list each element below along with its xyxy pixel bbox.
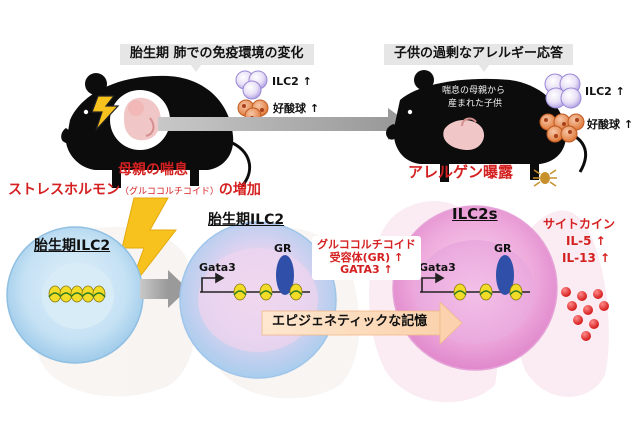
receptor-line1: グルココルチコイド bbox=[317, 238, 416, 251]
nucleosome bbox=[48, 285, 62, 303]
nucleosome-layer bbox=[48, 283, 523, 303]
ilc2-increase-left: ILC2 ↑ bbox=[272, 75, 312, 88]
cell-label-ilc2s: ILC2s bbox=[452, 205, 498, 223]
receptor-line3: GATA3 ↑ bbox=[340, 263, 393, 277]
nucleosome bbox=[92, 285, 106, 303]
receptor-line2: 受容体(GR) ↑ bbox=[329, 250, 404, 264]
gr-label-middle: GR bbox=[274, 242, 292, 255]
child-mouse-icon bbox=[386, 70, 587, 182]
allergen-exposure-label: アレルゲン曝露 bbox=[408, 163, 514, 181]
nucleosome bbox=[70, 285, 84, 303]
child-mouse-label-line1: 喘息の母親から bbox=[442, 86, 506, 96]
small-lightning-icon bbox=[91, 95, 120, 131]
ilc2-cell-icons-left bbox=[235, 70, 268, 100]
gata3-label-right: Gata3 bbox=[419, 261, 456, 274]
stress-hormone-label: ストレスホルモン（グルココルチコイド）の増加 bbox=[8, 182, 261, 198]
nucleosome bbox=[509, 283, 523, 301]
gr-label-right: GR bbox=[494, 242, 512, 255]
cell-label-fetal-ilc2-left: 胎生期ILC2 bbox=[34, 238, 111, 254]
cell-ilc2s-right bbox=[392, 205, 558, 371]
gata3-label-middle: Gata3 bbox=[199, 261, 236, 274]
nucleosome bbox=[289, 283, 303, 301]
epigenetic-arrow bbox=[261, 301, 463, 345]
eosinophil-increase-left: 好酸球 ↑ bbox=[273, 102, 320, 115]
gr-receptor-right bbox=[496, 255, 514, 295]
eosinophil-increase-right: 好酸球 ↑ bbox=[587, 118, 634, 131]
nucleosome bbox=[259, 283, 273, 301]
header-left-pointer bbox=[190, 64, 202, 72]
header-right-pointer bbox=[478, 64, 490, 72]
il5-increase: IL-5 ↑ bbox=[566, 234, 606, 248]
cytokine-dots bbox=[561, 287, 609, 341]
nucleosome bbox=[233, 283, 247, 301]
il13-increase: IL-13 ↑ bbox=[562, 251, 611, 265]
header-fetal-lung: 胎生期 肺での免疫環境の変化 bbox=[120, 44, 314, 65]
header-child-allergy: 子供の過剰なアレルギー応答 bbox=[384, 44, 574, 65]
nucleosome bbox=[59, 285, 73, 303]
ilc2-increase-right: ILC2 ↑ bbox=[585, 85, 625, 98]
nucleosome bbox=[453, 283, 467, 301]
cell-transition-arrow bbox=[140, 270, 188, 308]
receptor-increase-box: グルココルチコイド 受容体(GR) ↑ GATA3 ↑ bbox=[312, 236, 421, 280]
ilc2-cell-icons-right bbox=[544, 73, 582, 109]
epigenetic-memory-label: エピジェネティックな記憶 bbox=[272, 314, 428, 329]
child-mouse-label-line2: 産まれた子供 bbox=[448, 99, 503, 109]
lightning-bolt-icon bbox=[121, 197, 178, 293]
cell-label-fetal-ilc2-middle: 胎生期ILC2 bbox=[208, 212, 285, 228]
maternal-asthma-label: 母親の喘息 bbox=[118, 162, 188, 178]
gr-receptor-middle bbox=[276, 255, 294, 295]
eosinophil-icons-right bbox=[539, 113, 585, 143]
nucleosome bbox=[479, 283, 493, 301]
nucleosome bbox=[81, 285, 95, 303]
cytokine-title: サイトカイン bbox=[543, 217, 616, 231]
allergen-mite-icon bbox=[533, 169, 557, 187]
